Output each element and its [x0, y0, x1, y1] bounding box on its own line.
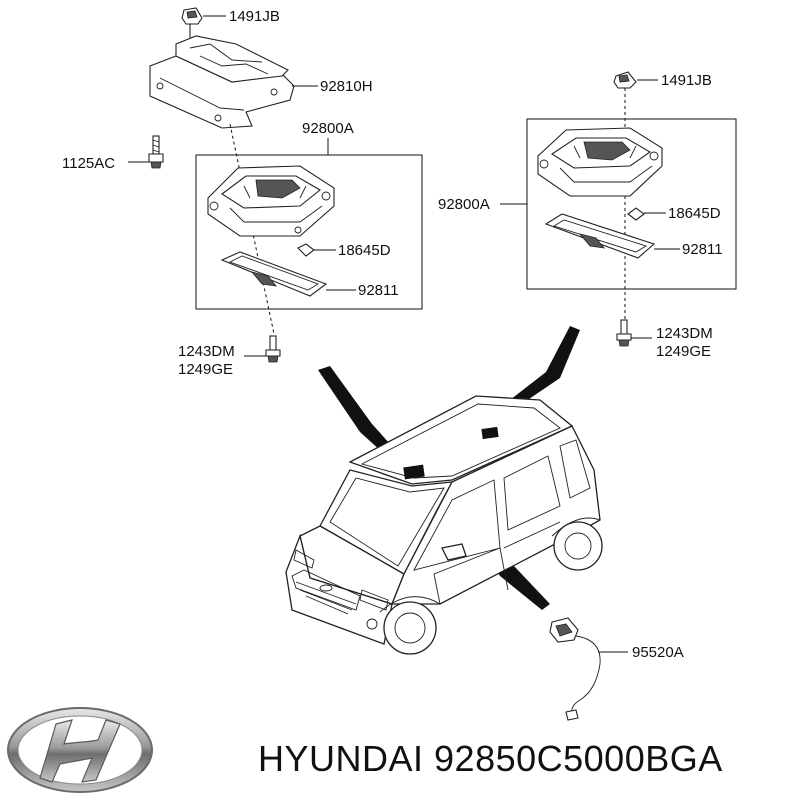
lens-left	[220, 251, 328, 297]
label-screw-left-1: 1243DM	[178, 343, 235, 360]
vehicle	[285, 395, 603, 655]
label-lens-left: 92811	[358, 282, 399, 299]
hyundai-logo-icon	[7, 707, 153, 793]
bracket-92810h	[149, 35, 295, 129]
label-clip-left: 1491JB	[229, 8, 280, 25]
label-bolt-left: 1125AC	[62, 155, 115, 172]
label-lens-right: 92811	[682, 241, 723, 258]
label-sensor: 95520A	[632, 644, 684, 661]
console-housing-right	[537, 127, 663, 197]
lens-right	[544, 213, 656, 259]
console-housing-left	[207, 165, 335, 237]
label-assembly-right: 92800A	[438, 196, 490, 213]
roof-lamp-rear	[481, 426, 499, 440]
label-bulb-left: 18645D	[338, 242, 391, 259]
brand-part-number: HYUNDAI 92850C5000BGA	[258, 738, 723, 779]
screw-left	[265, 335, 281, 363]
sensor-95520a	[549, 617, 601, 721]
label-screw-left-2: 1249GE	[178, 361, 233, 378]
label-assembly-left: 92800A	[302, 120, 354, 137]
label-clip-right: 1491JB	[661, 72, 712, 89]
bolt-left	[148, 135, 164, 169]
label-bulb-right: 18645D	[668, 205, 721, 222]
pointer-arrow-rear	[492, 326, 580, 420]
assembly-box-left	[195, 154, 423, 310]
clip-left	[181, 7, 203, 40]
label-screw-right-1: 1243DM	[656, 325, 713, 342]
label-bracket: 92810H	[320, 78, 373, 95]
roof-lamp-front	[403, 464, 425, 480]
bulb-left	[297, 243, 336, 257]
label-screw-right-2: 1249GE	[656, 343, 711, 360]
screw-right	[616, 319, 632, 347]
clip-right	[613, 71, 637, 89]
bulb-right	[627, 207, 666, 221]
